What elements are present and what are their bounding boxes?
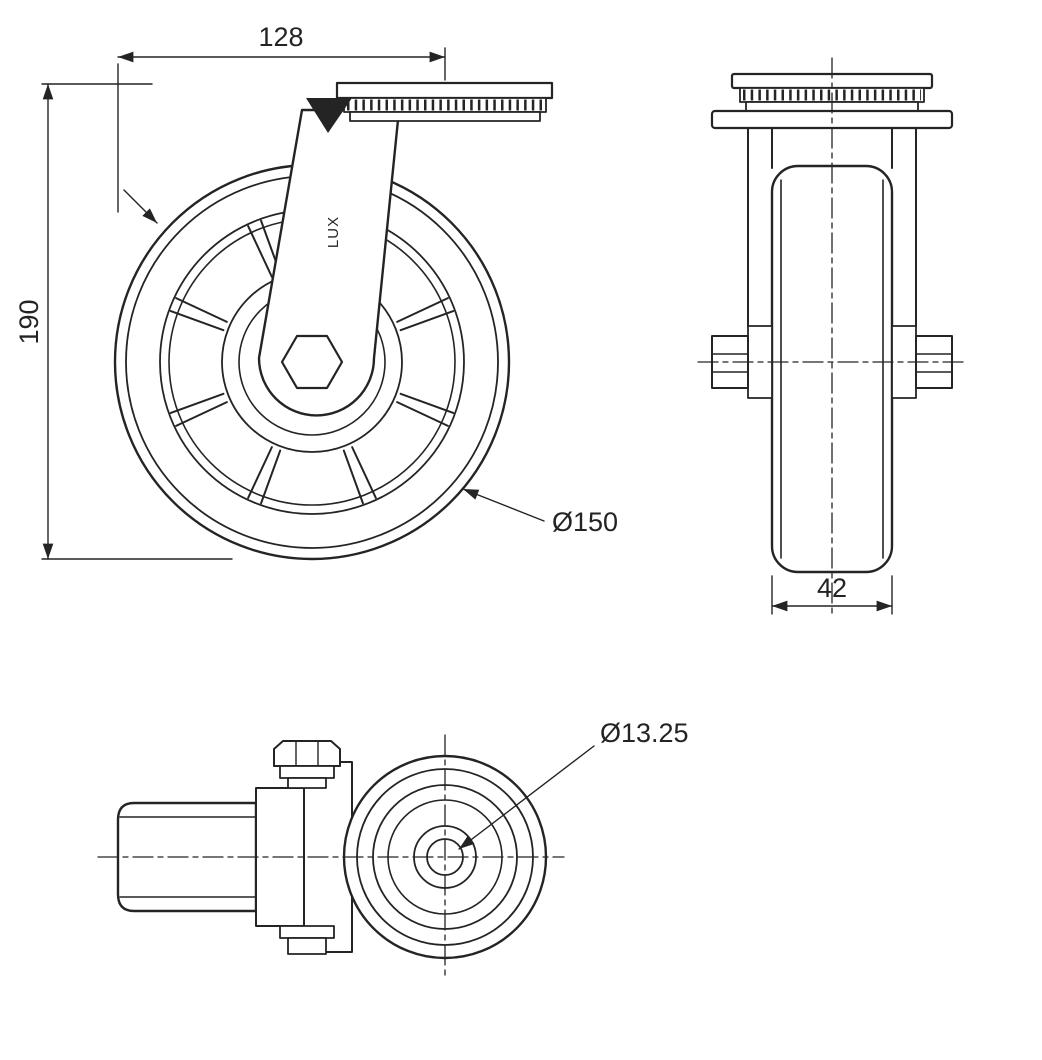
tread-leader-arrow [123, 189, 158, 224]
dim-hole-leader [458, 745, 595, 850]
swivel-bearing-race [343, 97, 547, 113]
bolt-hex-head [273, 740, 341, 767]
dim-height-label: 190 [14, 299, 44, 344]
bearing-lower-race [349, 111, 541, 122]
dim-diameter-leader [462, 488, 545, 522]
dim-tread-label: 42 [817, 573, 847, 603]
bottom-dimensions: Ø13.25 [458, 718, 689, 850]
bolt-washer-top [279, 765, 335, 779]
side-view [697, 57, 967, 619]
fork-logo-text: LUX [325, 216, 342, 248]
dim-diameter-label: Ø150 [552, 507, 618, 537]
bolt-washer-bottom [279, 925, 335, 939]
front-dimensions: 128 190 Ø150 [14, 22, 618, 560]
fork-gusset [306, 98, 352, 133]
bottom-view [97, 734, 565, 978]
dim-hole-label: Ø13.25 [600, 718, 689, 748]
front-view: LUX [113, 81, 554, 561]
mounting-plate [335, 81, 554, 100]
bolt-collar-top [287, 777, 327, 789]
axle-hex-bolt [280, 334, 344, 390]
dim-width-label: 128 [258, 22, 303, 52]
bolt-nut-bottom [287, 937, 327, 955]
side-dimensions: 42 [771, 573, 893, 615]
